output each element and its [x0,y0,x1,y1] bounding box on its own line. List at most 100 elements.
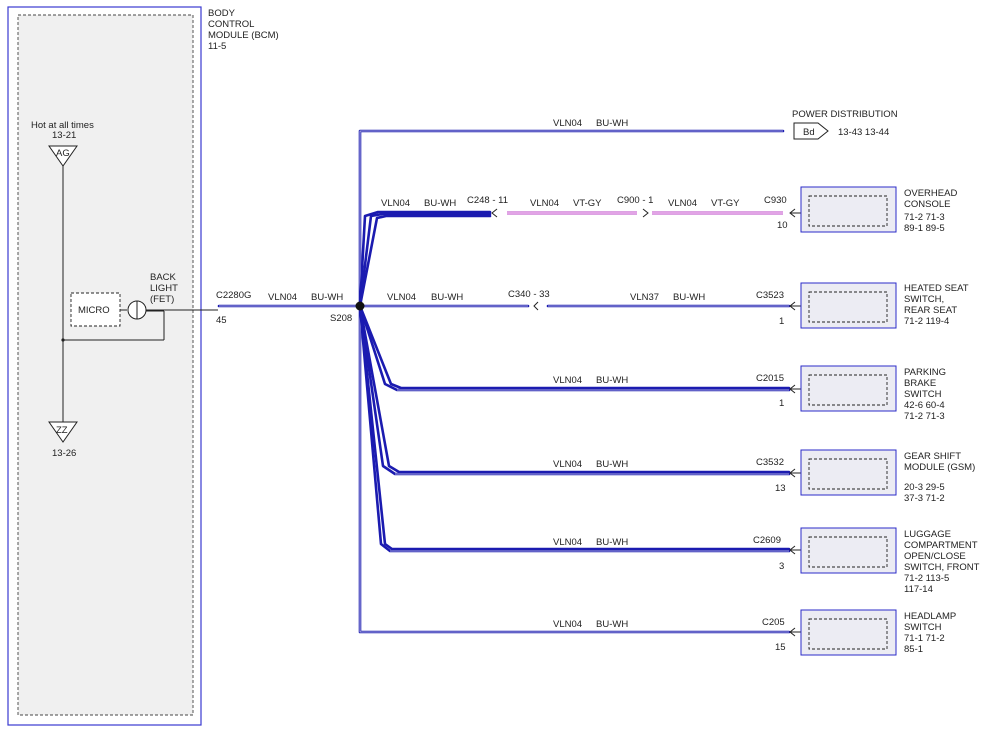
heated-seat-group: VLN04 BU-WH C340 - 33 VLN37 BU-WH C3523 … [387,282,969,329]
bcm-name-ref: 11-5 [208,41,226,52]
wire-gear-b [358,304,791,474]
main-wire: C2280G 45 VLN04 BU-WH S208 [216,290,362,326]
oh-color-1: BU-WH [424,198,456,209]
bcm-pin-label: 45 [216,315,227,326]
gear-shift-box [800,449,897,496]
oh-ref-2: 89-1 89-5 [904,223,945,234]
backlight-line-3: (FET) [150,294,174,305]
gs-circuit: VLN04 [553,459,582,470]
oh-connector-1-icon [491,208,498,218]
hot-at-all-times-label: Hot at all times [31,120,94,131]
splice-s208-dot [355,301,365,311]
hs-conn-1: C340 - 33 [508,289,550,300]
hl-conn: C205 [762,617,785,628]
oh-conn-3: C930 [764,195,787,206]
overhead-console-group: VLN04 BU-WH C248 - 11 VLN04 VT-GY C900 -… [381,186,957,234]
pb-name-1: PARKING [904,367,946,378]
pd-refs: 13-43 13-44 [838,127,889,138]
luggage-box [800,527,897,574]
hl-name-2: SWITCH [904,622,942,633]
oh-color-2: VT-GY [573,198,602,209]
bcm-connector-label: C2280G [216,290,251,301]
lc-conn: C2609 [753,535,781,546]
hl-ref-1: 71-1 71-2 [904,633,945,644]
heated-seat-box [800,282,897,329]
wire-overhead-a [358,210,492,308]
wire-luggage-b [358,304,791,551]
oh-color-3: VT-GY [711,198,740,209]
gs-name-1: GEAR SHIFT [904,451,961,462]
oh-circuit-1: VLN04 [381,198,410,209]
splice-label: S208 [330,313,352,324]
oh-circuit-2: VLN04 [530,198,559,209]
oh-circuit-3: VLN04 [668,198,697,209]
bcm-outline [7,6,202,726]
pd-terminal-icon [793,122,829,140]
hs-name-3: REAR SEAT [904,305,957,316]
oh-conn-2: C900 - 1 [617,195,653,206]
power-distribution-group: VLN04 BU-WH POWER DISTRIBUTION Bd 13-43 … [553,109,898,140]
parking-brake-box [800,365,897,412]
pd-terminal: Bd [803,127,815,138]
bcm-inner-area [17,14,194,716]
hs-name-2: SWITCH, [904,294,944,305]
wire-overhead-b [358,212,492,308]
pb-name-2: BRAKE [904,378,936,389]
hs-circuit-2: VLN37 [630,292,659,303]
lc-circuit: VLN04 [553,537,582,548]
lc-pin: 3 [779,561,784,572]
lc-ref-1: 71-2 113-5 [904,573,949,584]
splice-fanout [355,129,791,634]
lc-name-3: OPEN/CLOSE [904,551,966,562]
headlamp-group: VLN04 BU-WH C205 15 HEADLAMP SWITCH 71-1… [553,609,956,656]
pd-color: BU-WH [596,118,628,129]
lc-ref-2: 117-14 [904,584,933,595]
bcm-name-line-2: CONTROL [208,19,254,30]
internal-junction [61,338,65,342]
lc-name-2: COMPARTMENT [904,540,978,551]
wire-overhead-c [358,214,492,308]
lc-name-1: LUGGAGE [904,529,951,540]
overhead-console-box [800,186,897,233]
ground-ref: 13-26 [52,448,76,459]
micro-label: MICRO [78,305,110,316]
pd-label: POWER DISTRIBUTION [792,109,898,120]
fuse-ag-label: AG [56,148,70,159]
pb-name-3: SWITCH [904,389,942,400]
micro-box [70,292,121,327]
hs-circuit-1: VLN04 [387,292,416,303]
hs-connector-icon [533,301,539,311]
main-wire-color: BU-WH [311,292,343,303]
lc-name-4: SWITCH, FRONT [904,562,980,573]
pb-color: BU-WH [596,375,628,386]
gs-ref-2: 37-3 71-2 [904,493,945,504]
gs-conn: C3532 [756,457,784,468]
bcm-module: BODY CONTROL MODULE (BCM) 11-5 Hot at al… [7,6,279,726]
oh-ref-1: 71-2 71-3 [904,212,945,223]
bcm-name-line-3: MODULE (BCM) [208,30,279,41]
wire-power-distribution [358,129,785,308]
oh-name-2: CONSOLE [904,199,950,210]
gs-ref-1: 20-3 29-5 [904,482,945,493]
pb-ref-1: 42-6 60-4 [904,400,945,411]
hl-name-1: HEADLAMP [904,611,956,622]
oh-conn-1: C248 - 11 [467,195,508,206]
hs-ref-1: 71-2 119-4 [904,316,949,327]
hs-pin: 1 [779,316,784,327]
bcm-name-line-1: BODY [208,8,236,19]
headlamp-box [800,609,897,656]
backlight-line-2: LIGHT [150,283,178,294]
pb-conn: C2015 [756,373,784,384]
oh-connector-2-icon [642,208,649,218]
gear-shift-group: VLN04 BU-WH C3532 13 GEAR SHIFT MODULE (… [553,449,975,504]
oh-pin: 10 [777,220,788,231]
parking-brake-group: VLN04 BU-WH C2015 1 PARKING BRAKE SWITCH… [553,365,946,422]
pd-circuit: VLN04 [553,118,582,129]
wire-parking-b [358,304,791,390]
backlight-line-1: BACK [150,272,177,283]
hs-conn-2: C3523 [756,290,784,301]
hs-color-2: BU-WH [673,292,705,303]
gs-color: BU-WH [596,459,628,470]
hot-ref: 13-21 [52,130,76,141]
